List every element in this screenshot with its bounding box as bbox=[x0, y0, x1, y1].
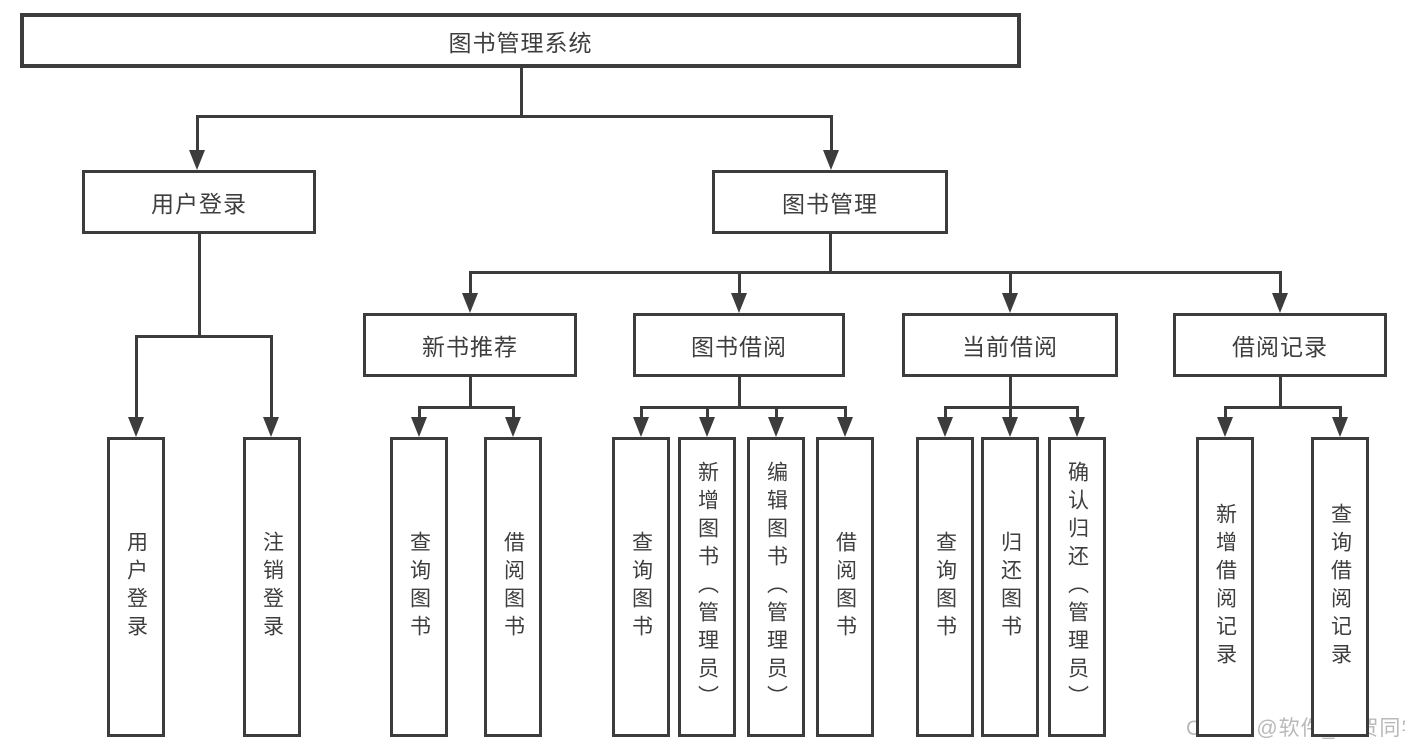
arrowhead-down-icon bbox=[633, 417, 649, 437]
node-label: 用户登录 bbox=[124, 531, 148, 643]
node-current-borrowing: 当前借阅 bbox=[902, 313, 1118, 377]
connector-line bbox=[1278, 270, 1282, 307]
arrowhead-down-icon bbox=[768, 417, 784, 437]
connector-line bbox=[1278, 375, 1282, 409]
node-leaf-add-books-admin: 新增图书（管理员） bbox=[678, 437, 736, 737]
connector-line bbox=[1008, 375, 1012, 409]
node-label: 借阅图书 bbox=[833, 531, 857, 643]
node-label: 新书推荐 bbox=[422, 334, 518, 360]
node-label: 查询借阅记录 bbox=[1328, 503, 1352, 671]
arrowhead-down-icon bbox=[462, 293, 478, 313]
node-label: 当前借阅 bbox=[962, 334, 1058, 360]
arrowhead-down-icon bbox=[1002, 293, 1018, 313]
arrowhead-down-icon bbox=[1002, 417, 1018, 437]
node-label: 新增图书（管理员） bbox=[695, 461, 719, 713]
arrowhead-down-icon bbox=[505, 417, 521, 437]
arrowhead-down-icon bbox=[1332, 417, 1348, 437]
connector-line bbox=[828, 232, 832, 274]
arrowhead-down-icon bbox=[699, 417, 715, 437]
node-label: 归还图书 bbox=[998, 531, 1022, 643]
node-label: 借阅记录 bbox=[1232, 334, 1328, 360]
connector-line bbox=[1008, 270, 1012, 307]
node-label: 注销登录 bbox=[260, 531, 284, 643]
connector-line bbox=[195, 114, 833, 118]
node-leaf-logout: 注销登录 bbox=[243, 437, 301, 737]
connector-line bbox=[195, 114, 199, 164]
arrowhead-down-icon bbox=[837, 417, 853, 437]
arrowhead-down-icon bbox=[823, 150, 839, 170]
arrowhead-down-icon bbox=[731, 293, 747, 313]
arrowhead-down-icon bbox=[263, 417, 279, 437]
node-leaf-query-books-2: 查询图书 bbox=[612, 437, 670, 737]
node-label: 图书管理 bbox=[782, 191, 878, 217]
connector-line bbox=[829, 114, 833, 164]
connector-line bbox=[468, 270, 1282, 274]
connector-line bbox=[134, 334, 273, 338]
node-label: 用户登录 bbox=[151, 191, 247, 217]
node-leaf-query-books-3: 查询图书 bbox=[916, 437, 974, 737]
connector-line bbox=[639, 405, 847, 409]
node-leaf-borrow-books-1: 借阅图书 bbox=[484, 437, 542, 737]
connector-line bbox=[519, 66, 523, 118]
node-leaf-borrow-books-2: 借阅图书 bbox=[816, 437, 874, 737]
node-new-book-recommend: 新书推荐 bbox=[363, 313, 577, 377]
node-leaf-return-books: 归还图书 bbox=[981, 437, 1039, 737]
connector-line bbox=[737, 375, 741, 409]
node-label: 图书借阅 bbox=[691, 334, 787, 360]
node-leaf-query-borrow-record: 查询借阅记录 bbox=[1311, 437, 1369, 737]
node-system: 图书管理系统 bbox=[20, 13, 1021, 68]
arrowhead-down-icon bbox=[128, 417, 144, 437]
node-label: 查询图书 bbox=[407, 531, 431, 643]
node-leaf-edit-books-admin: 编辑图书（管理员） bbox=[747, 437, 805, 737]
connector-line bbox=[197, 232, 201, 338]
connector-line bbox=[134, 334, 138, 431]
node-user-login: 用户登录 bbox=[82, 170, 316, 234]
node-label: 查询图书 bbox=[933, 531, 957, 643]
arrowhead-down-icon bbox=[189, 150, 205, 170]
node-book-management: 图书管理 bbox=[712, 170, 948, 234]
node-leaf-confirm-return: 确认归还（管理员） bbox=[1048, 437, 1106, 737]
connector-line bbox=[468, 270, 472, 307]
connector-line bbox=[468, 375, 472, 409]
node-borrowing-records: 借阅记录 bbox=[1173, 313, 1387, 377]
node-leaf-add-borrow-record: 新增借阅记录 bbox=[1196, 437, 1254, 737]
arrowhead-down-icon bbox=[1069, 417, 1085, 437]
node-label: 编辑图书（管理员） bbox=[764, 461, 788, 713]
connector-line bbox=[1223, 405, 1342, 409]
node-leaf-query-books-1: 查询图书 bbox=[390, 437, 448, 737]
connector-line bbox=[269, 334, 273, 431]
node-label: 图书管理系统 bbox=[448, 29, 593, 56]
node-leaf-user-login: 用户登录 bbox=[107, 437, 165, 737]
arrowhead-down-icon bbox=[1272, 293, 1288, 313]
connector-line bbox=[737, 270, 741, 307]
arrowhead-down-icon bbox=[411, 417, 427, 437]
node-book-borrowing: 图书借阅 bbox=[633, 313, 845, 377]
node-label: 新增借阅记录 bbox=[1213, 503, 1237, 671]
arrowhead-down-icon bbox=[1217, 417, 1233, 437]
node-label: 确认归还（管理员） bbox=[1065, 461, 1089, 713]
node-label: 借阅图书 bbox=[501, 531, 525, 643]
arrowhead-down-icon bbox=[937, 417, 953, 437]
connector-line bbox=[417, 405, 515, 409]
node-label: 查询图书 bbox=[629, 531, 653, 643]
